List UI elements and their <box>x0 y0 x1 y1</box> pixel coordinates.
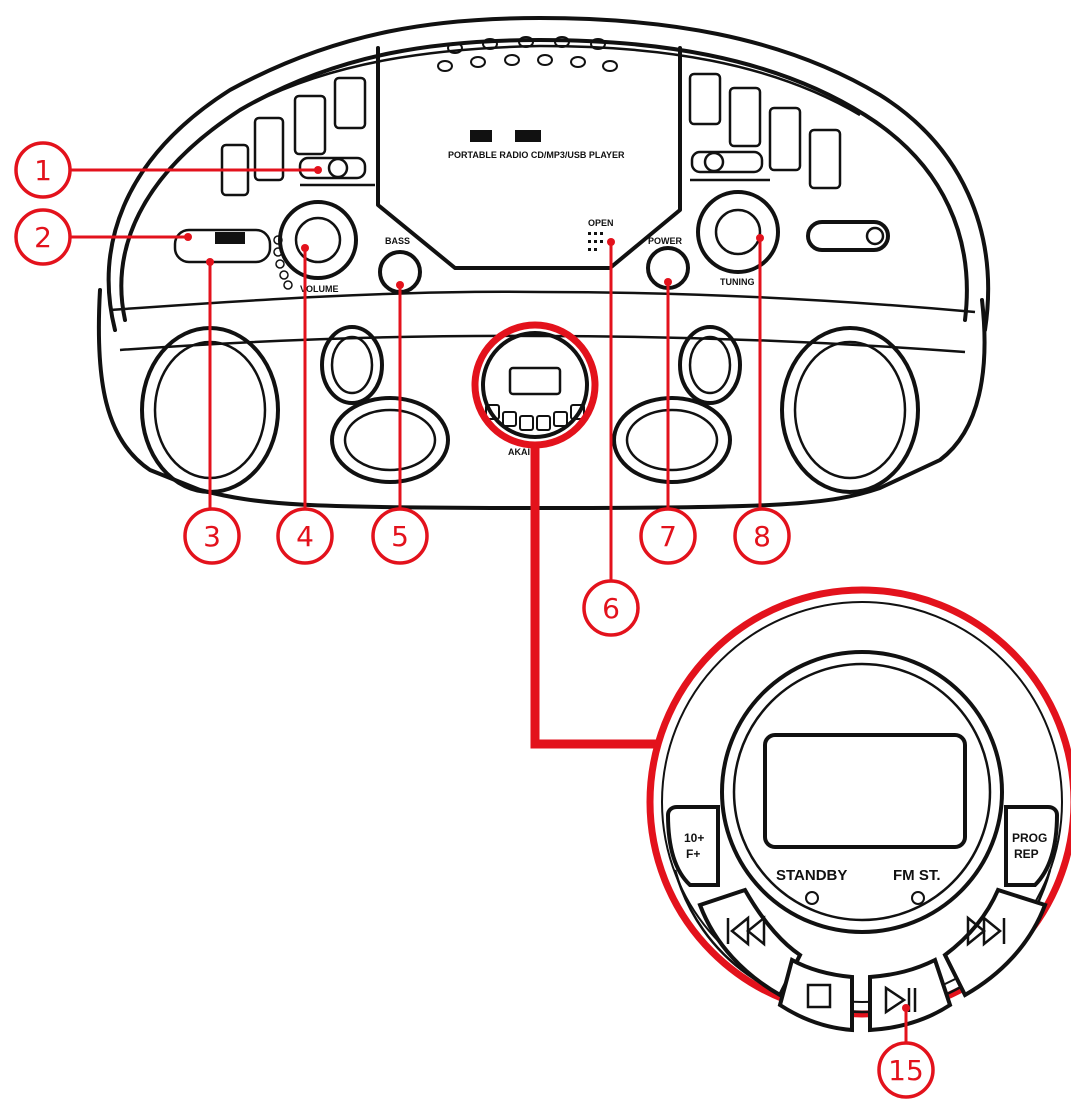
right-speaker <box>780 326 920 494</box>
svg-text:6: 6 <box>602 592 620 625</box>
leader-dots <box>184 166 910 1012</box>
tuning-label: TUNING <box>720 277 755 287</box>
svg-text:2: 2 <box>34 221 52 254</box>
plus10-button[interactable]: 10+ F+ <box>665 805 720 887</box>
standby-label: STANDBY <box>776 867 847 884</box>
brand-logo: AKAI <box>508 447 530 457</box>
play-pause-button[interactable] <box>868 957 953 1033</box>
usb-port[interactable] <box>173 228 272 264</box>
open-label: OPEN <box>588 218 614 228</box>
right-tweeter <box>612 325 742 484</box>
band-switch[interactable] <box>690 150 770 182</box>
svg-text:3: 3 <box>203 520 221 553</box>
function-switch[interactable] <box>298 156 375 187</box>
svg-text:8: 8 <box>753 520 771 553</box>
stop-button[interactable] <box>777 957 854 1033</box>
svg-text:7: 7 <box>659 520 677 553</box>
bass-label: BASS <box>385 236 410 246</box>
volume-knob[interactable]: VOLUME <box>273 200 358 294</box>
callout-4: 4 <box>276 507 334 565</box>
skip-forward-button[interactable] <box>942 887 1048 998</box>
leader-lines <box>71 168 908 1042</box>
callout-5: 5 <box>371 507 429 565</box>
fm-st-led <box>911 891 925 905</box>
right-vent-slats <box>688 72 842 190</box>
callout-3: 3 <box>183 507 241 565</box>
power-label: POWER <box>648 236 683 246</box>
skip-back-button[interactable] <box>697 887 803 998</box>
callout-7: 7 <box>639 507 697 565</box>
svg-text:5: 5 <box>391 520 409 553</box>
svg-text:15: 15 <box>888 1054 924 1087</box>
skip-forward-icon <box>966 915 1006 947</box>
zoom-panel: STANDBY FM ST. 10+ F+ PROG REP <box>646 586 1071 1033</box>
left-tweeter <box>320 325 450 484</box>
prog-rep-button[interactable]: PROG REP <box>1004 805 1060 887</box>
zoom-connector <box>471 321 662 749</box>
callout-6: 6 <box>582 579 640 637</box>
svg-text:PROG: PROG <box>1012 831 1047 845</box>
antenna-latch <box>806 220 890 252</box>
tuning-knob[interactable]: TUNING <box>696 190 780 287</box>
svg-text:REP: REP <box>1014 847 1039 861</box>
skip-back-icon <box>726 915 766 947</box>
fm-st-label: FM ST. <box>893 867 941 884</box>
svg-text:1: 1 <box>34 154 52 187</box>
callout-8: 8 <box>733 507 791 565</box>
lid-speaker-holes <box>437 36 618 72</box>
callout-15: 15 <box>877 1041 935 1099</box>
lcd-display <box>763 733 967 849</box>
control-panel-small[interactable]: AKAI <box>481 331 589 457</box>
standby-led <box>805 891 819 905</box>
boombox-body: PORTABLE RADIO CD/MP3/USB PLAYER VOLUME … <box>96 16 990 510</box>
product-line-text: PORTABLE RADIO CD/MP3/USB PLAYER <box>448 150 625 160</box>
left-vent-slats <box>220 76 367 197</box>
svg-text:F+: F+ <box>686 847 700 861</box>
svg-text:10+: 10+ <box>684 831 704 845</box>
stop-icon <box>806 983 832 1009</box>
callout-2: 2 <box>14 208 72 266</box>
svg-text:4: 4 <box>296 520 314 553</box>
volume-label: VOLUME <box>300 284 339 294</box>
callout-1: 1 <box>14 141 72 199</box>
